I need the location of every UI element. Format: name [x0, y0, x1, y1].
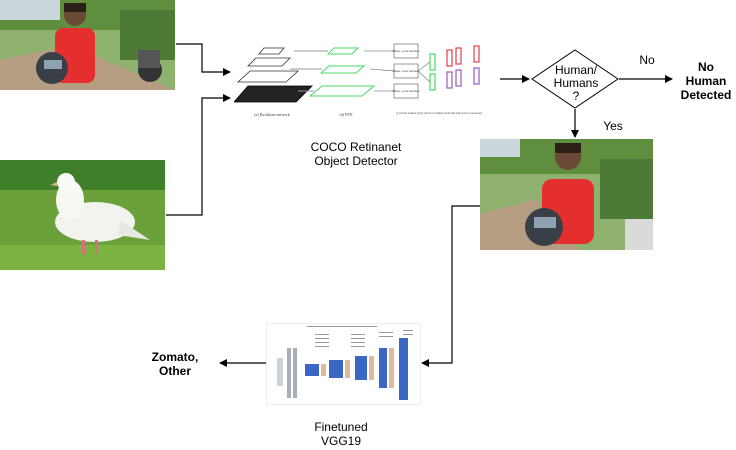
no-human-line3: Detected: [680, 88, 732, 102]
zomato-line1: Zomato,: [151, 350, 199, 364]
pigeon-photo-input: [0, 160, 165, 270]
no-human-line2: Human: [685, 74, 727, 88]
fpn-graphic: [290, 47, 376, 97]
no-human-line1: No: [698, 60, 714, 74]
no-human-detected-output: No Human Detected: [676, 60, 736, 102]
retinanet-architecture-figure: Class + box subnets Class + box subnets …: [234, 36, 499, 122]
classifier-title-line2: VGG19: [320, 434, 362, 448]
detector-title: COCO Retinanet Object Detector: [296, 140, 416, 168]
fpn-caption: (b) FPN: [339, 112, 352, 117]
decision-diamond: [531, 49, 619, 109]
backbone-caption: (a) Backbone network: [254, 112, 290, 117]
subnet-label-2: Class + box subnets: [392, 69, 420, 73]
class-subnet-blocks: [417, 45, 480, 91]
arrow-photo1-to-detector: [176, 43, 231, 76]
subnet-caption: (c) Class subnet (top) and box subnet (b…: [396, 111, 482, 115]
subnet-label-3: Class + box subnets: [392, 89, 420, 93]
subnet-boxes: [364, 43, 419, 99]
backbone-network-graphic: [234, 47, 313, 103]
classifier-title: Finetuned VGG19: [286, 420, 396, 448]
zomato-line2: Other: [158, 364, 191, 378]
decision-text: Human/ Humans ?: [541, 64, 611, 103]
yes-branch-label: Yes: [603, 119, 623, 133]
detector-title-line1: COCO Retinanet: [310, 140, 402, 154]
detected-human-photo: [480, 139, 653, 250]
delivery-person-photo-input: [0, 0, 175, 90]
decision-line3: ?: [572, 89, 580, 103]
arrow-photo2-to-detector: [166, 94, 231, 216]
decision-line2: Humans: [553, 76, 599, 90]
vgg19-architecture-figure: [266, 323, 421, 405]
arrow-photo-to-vgg: [421, 205, 480, 367]
classifier-title-line1: Finetuned: [314, 420, 368, 434]
decision-line1: Human/: [554, 63, 598, 77]
no-branch-label: No: [639, 53, 655, 67]
detector-title-line2: Object Detector: [314, 154, 398, 168]
subnet-label-1: Class + box subnets: [392, 49, 420, 53]
zomato-other-output: Zomato, Other: [143, 350, 207, 378]
